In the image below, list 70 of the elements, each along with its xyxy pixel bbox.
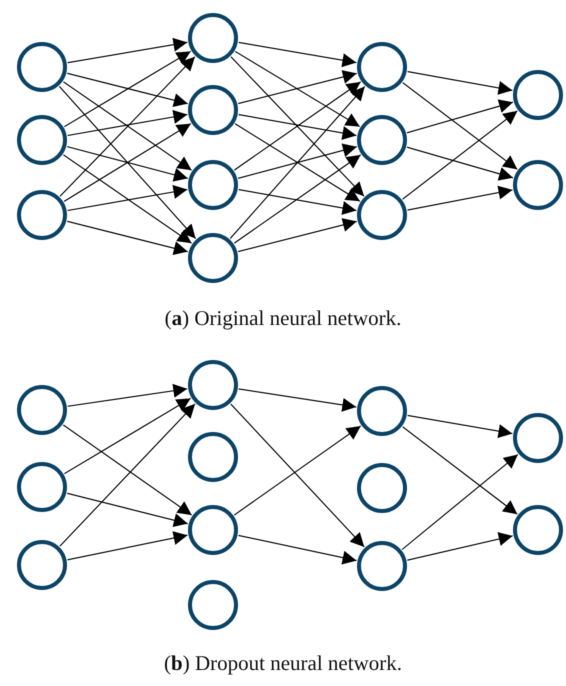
arrow — [68, 38, 188, 64]
arrow — [230, 86, 366, 239]
arrow — [402, 110, 518, 200]
arrow — [408, 71, 512, 95]
neuron-circle — [357, 190, 407, 240]
arrow — [234, 123, 360, 202]
arrow — [238, 42, 356, 68]
neuron-circle — [357, 541, 407, 591]
neuron-circle — [188, 360, 238, 410]
arrow — [64, 398, 191, 474]
arrow — [60, 56, 196, 197]
arrow — [402, 82, 518, 170]
arrow — [64, 123, 192, 202]
arrow — [62, 424, 192, 516]
neuron-circle — [17, 462, 67, 512]
neuron-circle — [17, 115, 67, 165]
neuron-circle — [188, 233, 238, 283]
arrow — [238, 144, 358, 179]
neuron-circle — [188, 580, 238, 630]
arrow — [402, 454, 518, 550]
neuron-circle — [357, 42, 407, 92]
neuron-circle — [17, 42, 67, 92]
neuron-circle — [17, 540, 67, 590]
arrow — [238, 534, 357, 565]
arrow — [238, 218, 357, 252]
neuron-circle — [188, 160, 238, 210]
neuron-circle — [188, 13, 238, 63]
neuron-circle — [17, 190, 67, 240]
neuron-circle — [357, 386, 407, 436]
arrow — [238, 114, 356, 140]
neuron-circle — [188, 505, 238, 555]
arrow — [402, 426, 518, 515]
arrow — [68, 384, 188, 407]
neuron-circle — [188, 85, 238, 135]
arrow — [238, 388, 356, 412]
neuron-circle — [357, 115, 407, 165]
arrow — [408, 414, 512, 438]
neuron-circle — [513, 160, 563, 210]
arrow — [406, 99, 514, 134]
neuron-circle — [513, 70, 563, 120]
arrow — [67, 492, 188, 528]
neuron-circle — [357, 463, 407, 513]
arrow — [60, 403, 196, 547]
arrow — [67, 531, 188, 560]
caption: (a) Original neural network. — [164, 306, 402, 331]
arrow — [234, 154, 361, 244]
neuron-circle — [513, 413, 563, 463]
arrow — [407, 532, 513, 561]
arrow — [68, 110, 188, 136]
arrow — [234, 50, 360, 128]
neuron-circle — [188, 432, 238, 482]
neuron-circle — [513, 505, 563, 555]
arrow — [407, 186, 513, 211]
arrow — [67, 72, 188, 108]
arrow — [230, 404, 365, 548]
arrow — [63, 154, 192, 244]
arrow — [238, 189, 356, 215]
arrow — [406, 146, 514, 181]
arrow — [67, 220, 188, 256]
arrow — [234, 426, 362, 516]
arrow — [68, 185, 188, 212]
arrow — [63, 81, 192, 171]
caption: (b) Dropout neural network. — [164, 651, 402, 676]
arrow — [67, 146, 188, 182]
arrow — [230, 56, 364, 197]
arrow — [234, 81, 361, 171]
arrow — [64, 50, 191, 128]
arrow — [58, 86, 196, 239]
arrow — [238, 70, 357, 104]
neuron-circle — [17, 385, 67, 435]
